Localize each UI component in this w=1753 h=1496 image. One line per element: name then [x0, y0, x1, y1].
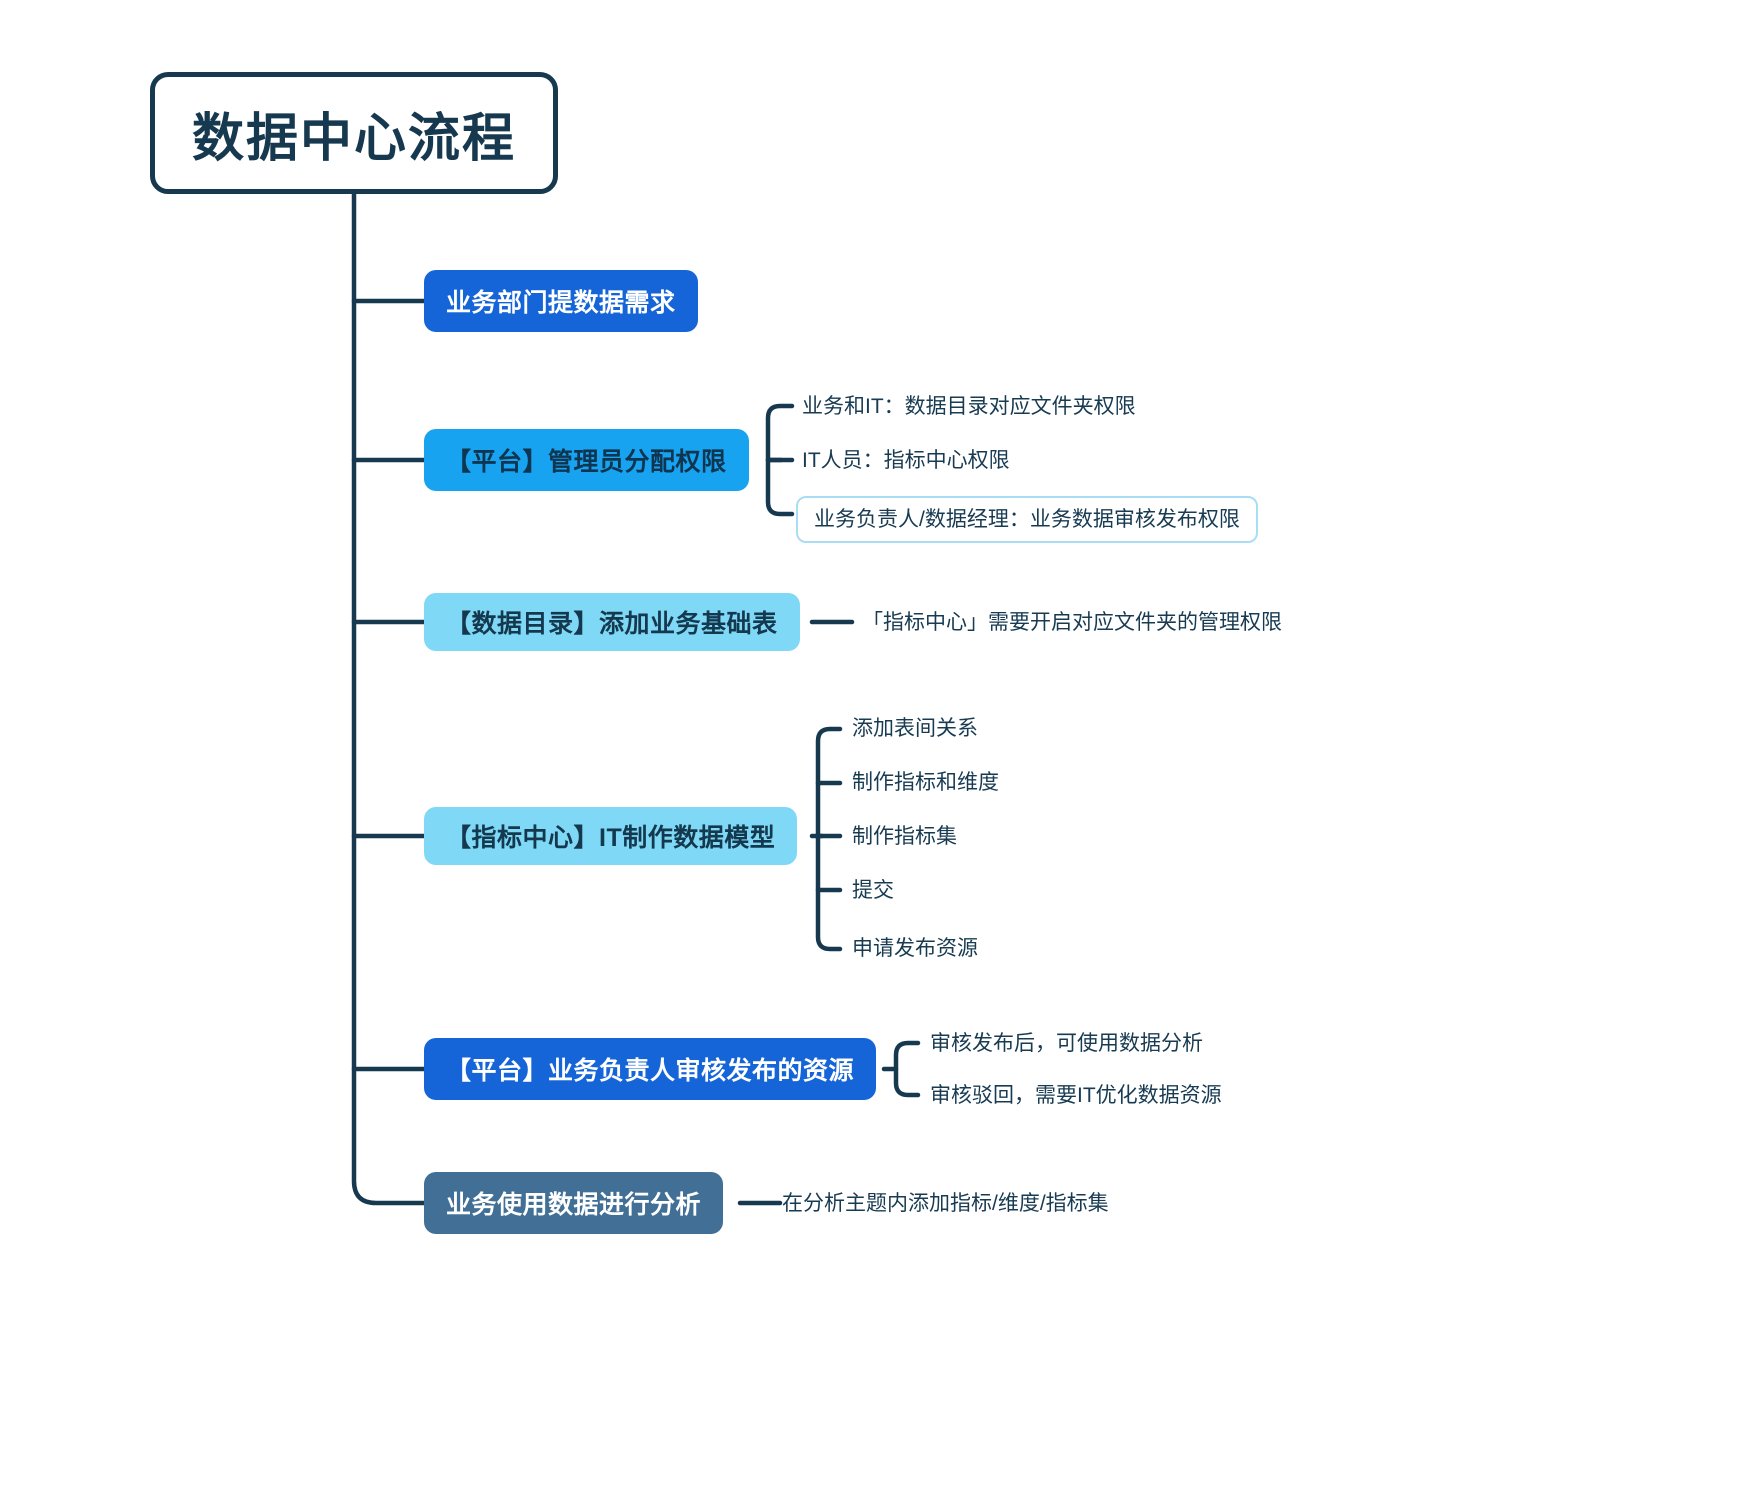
- leaf-item-2-1[interactable]: 业务和IT：数据目录对应文件夹权限: [802, 395, 1136, 418]
- leaf-item-4-1[interactable]: 添加表间关系: [852, 717, 978, 740]
- branch-node-4[interactable]: 【指标中心】IT制作数据模型: [424, 807, 798, 865]
- leaf-item-5-2[interactable]: 审核驳回，需要IT优化数据资源: [930, 1084, 1222, 1107]
- leaf-item-3-1[interactable]: 「指标中心」需要开启对应文件夹的管理权限: [862, 611, 1282, 634]
- branch-node-1-label: 业务部门提数据需求: [446, 289, 676, 317]
- leaf-item-4-5[interactable]: 申请发布资源: [852, 937, 978, 960]
- branch-node-2[interactable]: 【平台】管理员分配权限: [424, 429, 749, 491]
- leaf-item-4-2[interactable]: 制作指标和维度: [852, 771, 999, 794]
- branch-node-2-label: 【平台】管理员分配权限: [446, 448, 727, 476]
- branch-node-3[interactable]: 【数据目录】添加业务基础表: [424, 593, 800, 651]
- branch-node-4-label: 【指标中心】IT制作数据模型: [446, 824, 776, 852]
- leaf-item-5-1[interactable]: 审核发布后，可使用数据分析: [930, 1032, 1203, 1055]
- branch-node-3-label: 【数据目录】添加业务基础表: [446, 610, 778, 638]
- branch-node-5[interactable]: 【平台】业务负责人审核发布的资源: [424, 1038, 877, 1100]
- leaf-item-2-2[interactable]: IT人员：指标中心权限: [802, 449, 1010, 472]
- root-label: 数据中心流程: [191, 109, 516, 168]
- root-node[interactable]: 数据中心流程: [150, 72, 558, 194]
- branch-node-1[interactable]: 业务部门提数据需求: [424, 270, 698, 332]
- branch-node-6-label: 业务使用数据进行分析: [446, 1191, 702, 1219]
- leaf-item-2-3[interactable]: 业务负责人/数据经理：业务数据审核发布权限: [796, 496, 1258, 544]
- leaf-item-4-4[interactable]: 提交: [852, 879, 894, 902]
- leaf-item-4-3[interactable]: 制作指标集: [852, 825, 957, 848]
- branch-node-5-label: 【平台】业务负责人审核发布的资源: [446, 1057, 855, 1085]
- branch-node-6[interactable]: 业务使用数据进行分析: [424, 1172, 724, 1234]
- leaf-item-6-1[interactable]: 在分析主题内添加指标/维度/指标集: [782, 1192, 1109, 1215]
